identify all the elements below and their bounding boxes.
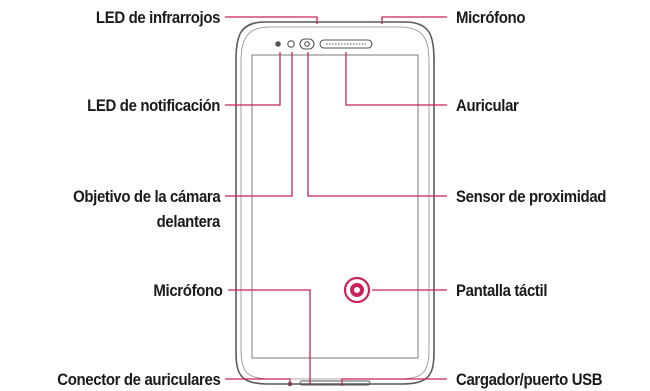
label-proximity-sensor: Sensor de proximidad [456,187,607,206]
label-front-camera-line1: Objetivo de la cámara [72,187,221,206]
label-headset-jack: Conector de auriculares [56,370,221,389]
touch-icon [343,276,371,304]
label-mic-bottom: Micrófono [153,281,223,300]
leader-earpiece [345,52,447,106]
front-camera [299,38,315,50]
label-charger-usb: Cargador/puerto USB [456,370,603,389]
leader-ir-led [225,16,318,24]
leader-mic-top [381,16,447,24]
leader-proximity [307,52,447,197]
label-mic-top: Micrófono [456,8,526,27]
label-earpiece: Auricular [456,96,519,115]
ir-led-dot [275,41,281,47]
notification-led-dot [287,40,295,48]
phone-body [235,21,435,385]
label-front-camera-line2: delantera [156,212,221,231]
label-touch-screen: Pantalla táctil [456,281,548,300]
leader-notification-led [225,52,281,106]
label-notification-led: LED de notificación [87,96,220,115]
display-screen [251,54,419,359]
leader-mic-bottom [228,289,311,385]
top-sensors [275,38,373,50]
leader-front-camera [225,52,293,197]
label-ir-led: LED de infrarrojos [95,8,221,27]
leader-lines [225,16,447,386]
leader-charger [341,378,447,386]
earpiece-grille [319,39,373,49]
leader-headset-jack [225,378,291,386]
